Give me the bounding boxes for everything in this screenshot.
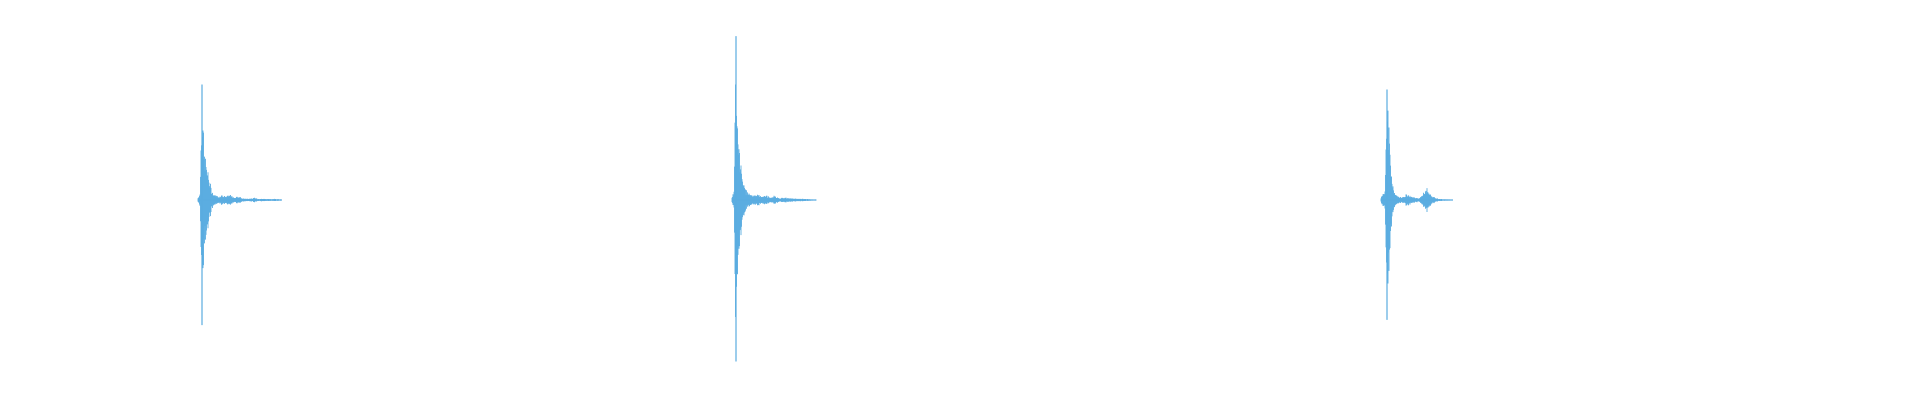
waveform-layer	[197, 36, 1453, 362]
waveform-burst	[1380, 89, 1453, 320]
waveform-burst	[197, 84, 282, 326]
waveform-burst	[731, 36, 817, 362]
